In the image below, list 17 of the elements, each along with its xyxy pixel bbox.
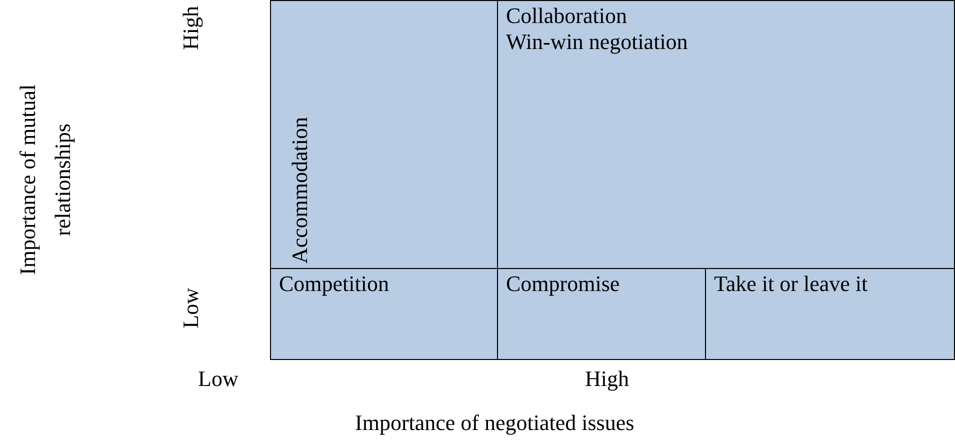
quadrant-cell	[270, 268, 498, 360]
axis-tick-label: High	[585, 366, 629, 392]
quadrant-cell	[497, 268, 706, 360]
cell-label: Accommodation	[287, 117, 313, 264]
axis-title: Importance of mutual relationships	[14, 84, 76, 278]
axis-tick-label: High	[178, 6, 204, 50]
cell-sublabel: Win-win negotiation	[506, 29, 689, 56]
axis-title: Importance of negotiated issues	[355, 410, 634, 436]
cell-label: Competition	[279, 271, 390, 298]
cell-label: Collaboration	[506, 3, 628, 30]
quadrant-cell	[270, 0, 498, 269]
axis-tick-label: Low	[198, 366, 238, 392]
quadrant-cell	[705, 268, 955, 360]
quadrant-cell	[497, 0, 955, 269]
cell-label: Take it or leave it	[714, 271, 869, 298]
cell-label: Compromise	[506, 271, 621, 298]
axis-tick-label: Low	[178, 288, 204, 328]
